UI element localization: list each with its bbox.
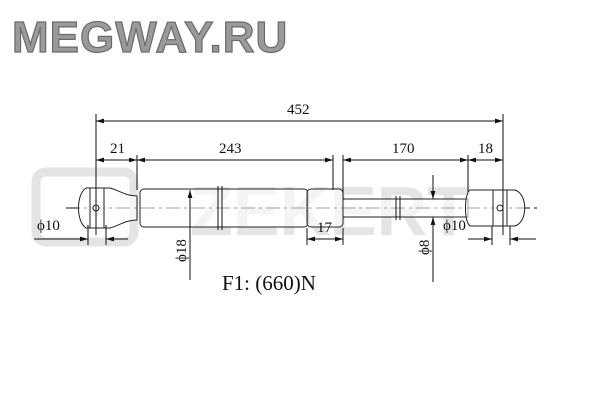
dim-rod-length: 170 [392, 141, 415, 157]
cylinder-body [139, 188, 309, 228]
dim-body-length: 243 [219, 141, 242, 157]
dim-left-bore: ϕ10 [37, 218, 60, 234]
dim-right-bore: ϕ10 [443, 218, 466, 234]
left-end-fitting [78, 187, 138, 229]
right-mount-hole [496, 204, 504, 212]
dim-rod-diameter: ϕ8 [417, 240, 433, 255]
megway-logo: MEGWAY.RU [12, 13, 288, 62]
dim-collar: 17 [317, 220, 333, 236]
force-label: F1: (660)N [222, 271, 316, 295]
dim-body-diameter: ϕ18 [174, 239, 190, 262]
dim-left-eye: 21 [110, 141, 125, 157]
dimension-lines [34, 118, 536, 282]
dim-right-eye: 18 [478, 141, 493, 157]
piston-rod [342, 198, 469, 218]
dim-overall-length: 452 [287, 102, 310, 118]
